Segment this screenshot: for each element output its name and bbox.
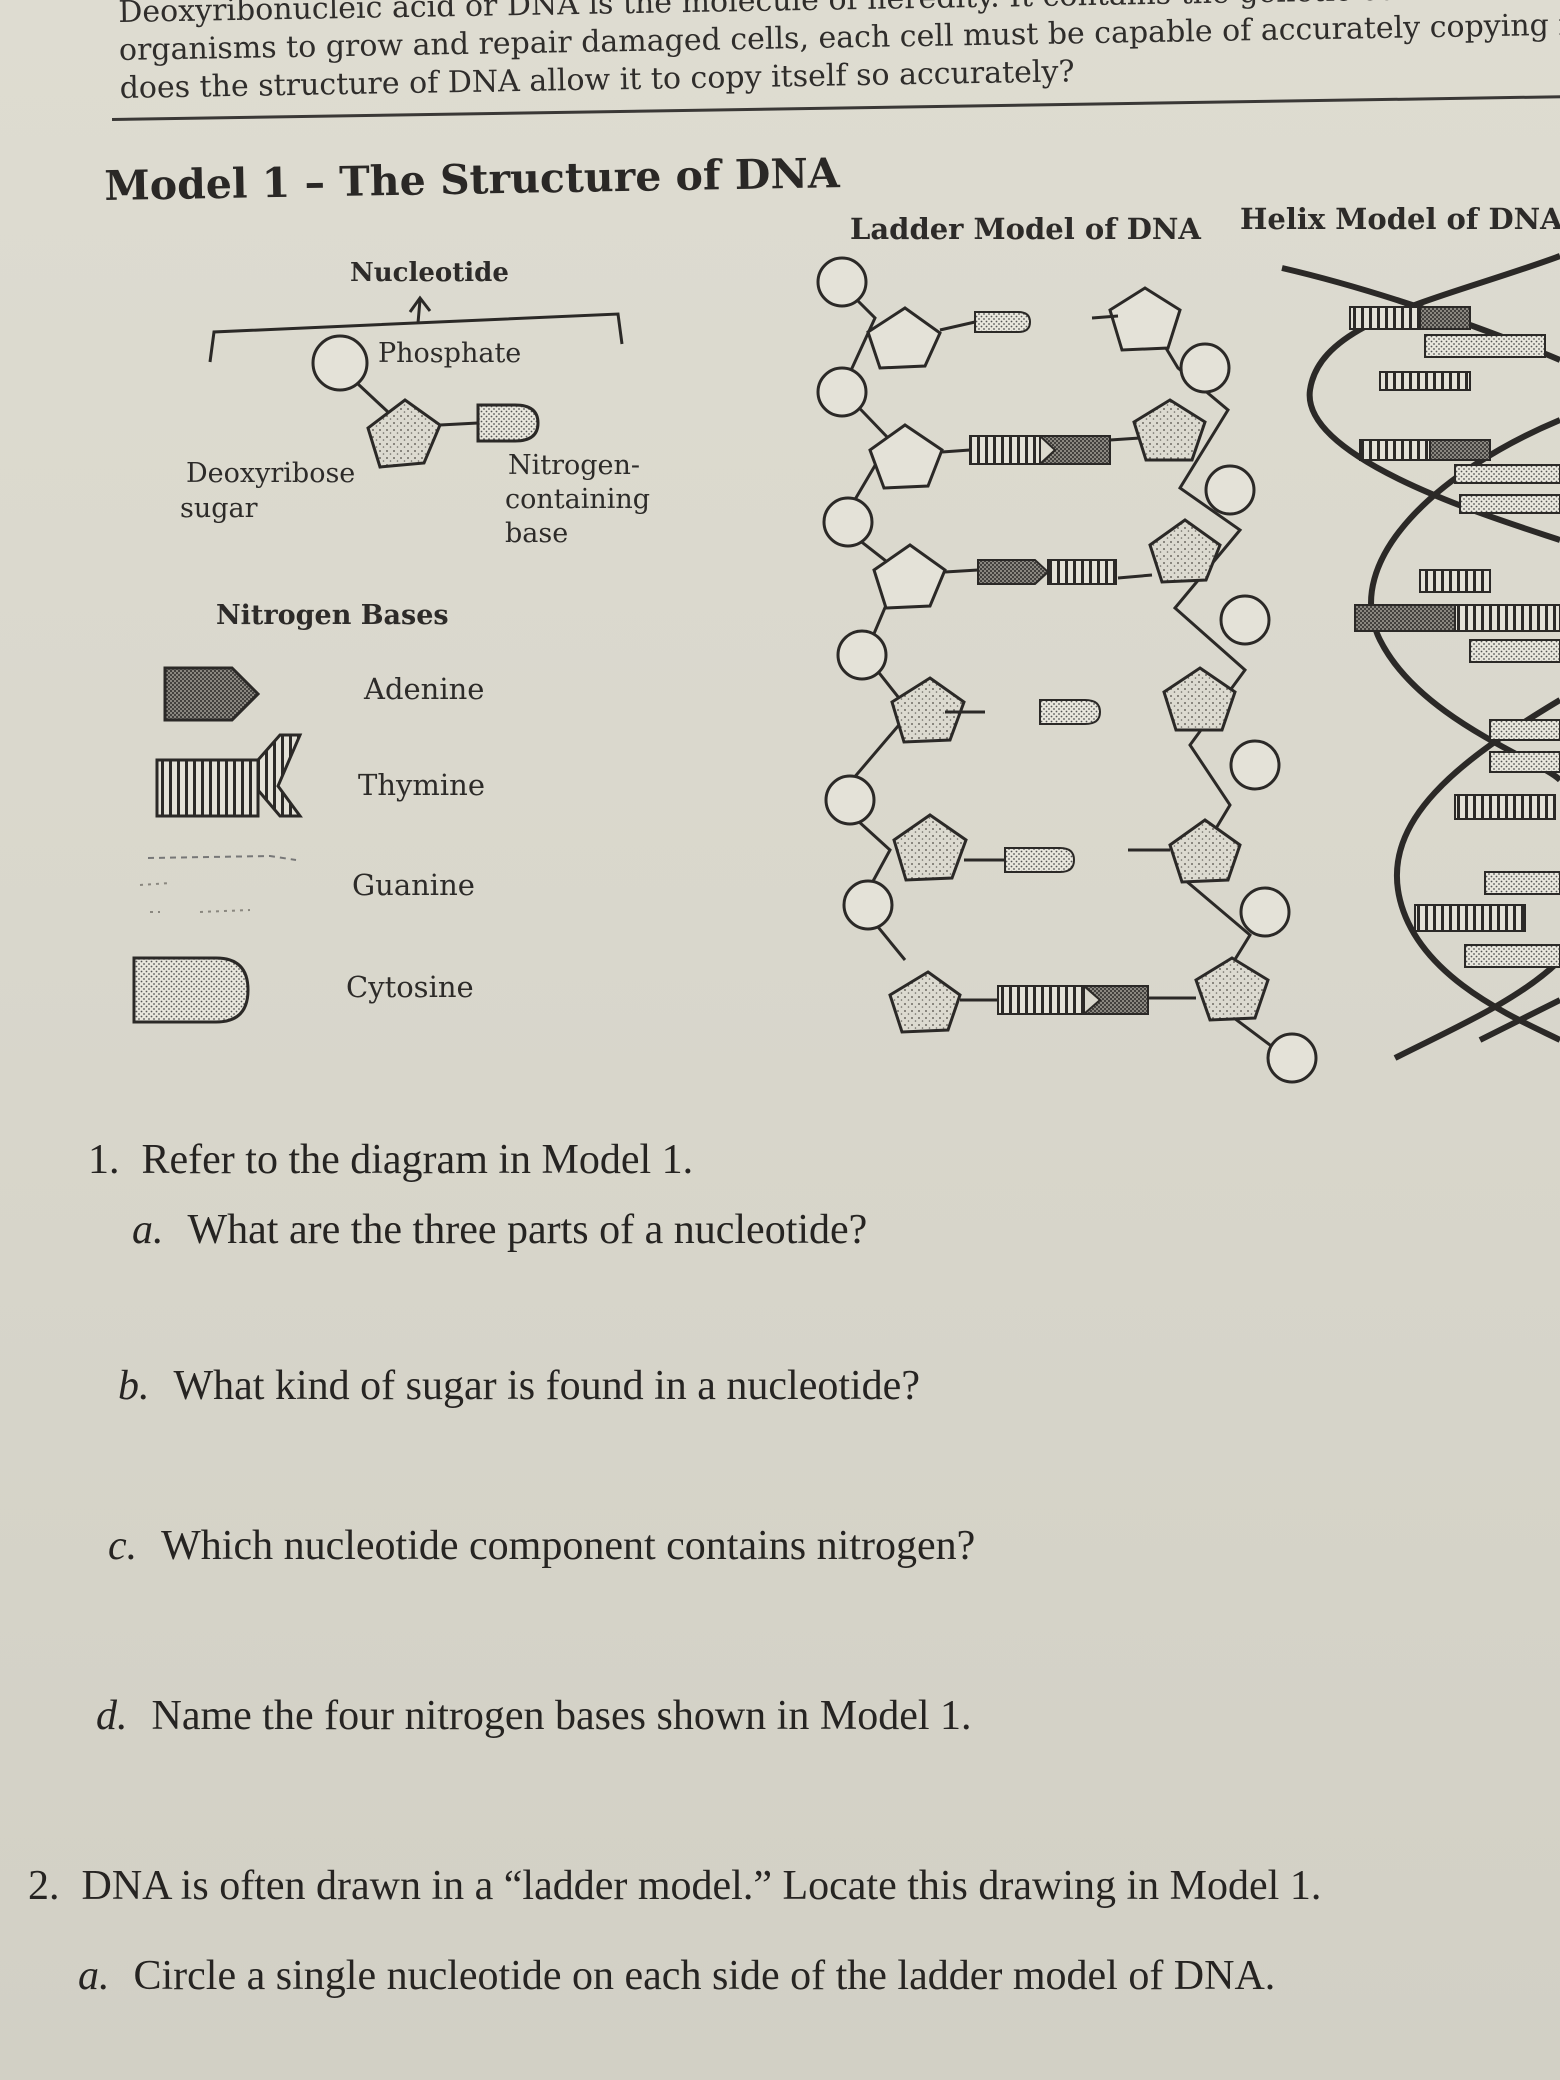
question-1c-letter: c. <box>108 1523 138 1569</box>
guanine-symbol <box>139 854 297 913</box>
question-2-number: 2. <box>28 1863 60 1909</box>
sugar-label-line-2: sugar <box>180 493 258 524</box>
base-name-cytosine: Cytosine <box>346 970 474 1004</box>
base-label-line-2: containing <box>505 484 651 515</box>
base-name-adenine: Adenine <box>364 672 485 706</box>
ladder-model <box>816 256 1318 1084</box>
question-1a: a. What are the three parts of a nucleoti… <box>132 1206 867 1254</box>
base-label-line-1: Nitrogen- <box>508 450 641 481</box>
base-label-line-3: base <box>505 518 569 549</box>
question-1c: c. Which nucleotide component contains ni… <box>108 1522 975 1570</box>
nucleotide-example <box>311 334 540 469</box>
nucleotide-title: Nucleotide <box>350 258 509 288</box>
question-2a-text: Circle a single nucleotide on each side … <box>133 1953 1276 1999</box>
cytosine-symbol <box>132 956 250 1024</box>
question-2a: a. Circle a single nucleotide on each sid… <box>78 1952 1275 2000</box>
question-1: 1. Refer to the diagram in Model 1. <box>88 1136 693 1184</box>
nucleotide-bracket <box>208 295 624 363</box>
question-1b-letter: b. <box>118 1363 150 1409</box>
question-1-text: Refer to the diagram in Model 1. <box>141 1137 694 1183</box>
question-2a-letter: a. <box>78 1953 110 1999</box>
question-1-number: 1. <box>88 1137 120 1183</box>
question-1d-text: Name the four nitrogen bases shown in Mo… <box>151 1693 972 1739</box>
question-2: 2. DNA is often drawn in a “ladder model.… <box>28 1862 1321 1910</box>
question-1b-text: What kind of sugar is found in a nucleot… <box>173 1363 920 1409</box>
question-1a-text: What are the three parts of a nucleotide… <box>187 1207 868 1253</box>
base-name-guanine: Guanine <box>352 868 475 902</box>
ladder-model-title: Ladder Model of DNA <box>850 212 1201 246</box>
model-diagram <box>132 253 1560 1084</box>
question-1d-letter: d. <box>96 1693 128 1739</box>
question-2-text: DNA is often drawn in a “ladder model.” … <box>81 1863 1322 1909</box>
question-1b: b. What kind of sugar is found in a nucle… <box>118 1362 920 1410</box>
helix-base-pairs <box>1349 306 1560 968</box>
helix-model-title: Helix Model of DNA <box>1240 202 1560 236</box>
adenine-symbol <box>163 666 261 722</box>
sugar-label-line-1: Deoxyribose <box>186 458 356 489</box>
phosphate-label: Phosphate <box>378 338 522 369</box>
thymine-symbol <box>155 733 303 818</box>
question-1c-text: Which nucleotide component contains nitr… <box>161 1523 976 1569</box>
base-name-thymine: Thymine <box>358 768 486 802</box>
question-1d: d. Name the four nitrogen bases shown in … <box>96 1692 972 1740</box>
nitrogen-bases-title: Nitrogen Bases <box>216 600 449 631</box>
question-1a-letter: a. <box>132 1207 164 1253</box>
